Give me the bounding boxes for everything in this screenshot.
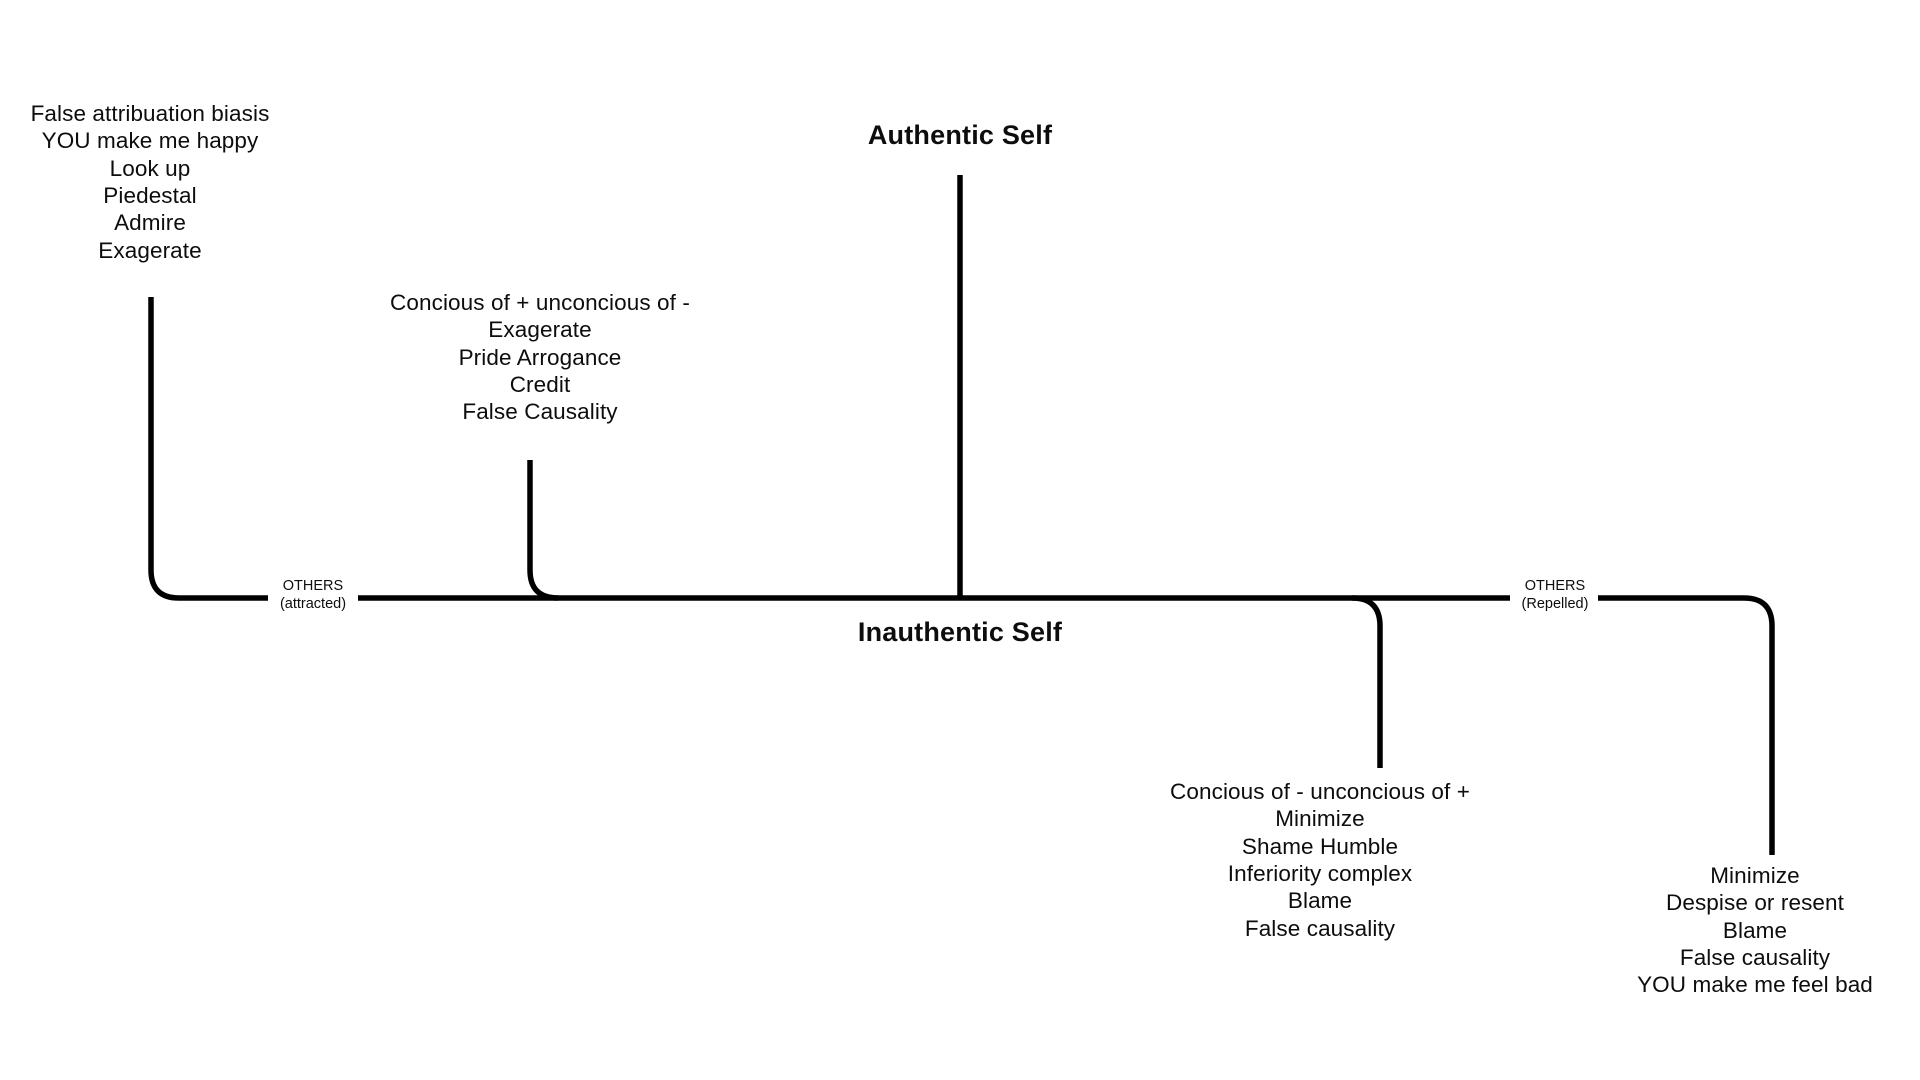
others-attracted-subtitle: (attracted) [279,595,347,612]
others-repelled-subtitle: (Repelled) [1521,595,1589,612]
text-block-attracted-far: False attribuation biasis YOU make me ha… [0,100,300,264]
others-repelled-title: OTHERS [1524,578,1586,594]
text-line: YOU make me feel bad [1637,972,1873,998]
elbow-repelled-far [1743,595,1775,855]
text-line: Pride Arrogance [458,344,622,370]
text-line: YOU make me happy [41,128,259,154]
text-line: Minimize [1710,863,1800,888]
elbow-repelled-near [1351,595,1383,768]
text-line: Credit [509,371,571,397]
page-title-inauthentic-self: Inauthentic Self [857,617,1063,647]
elbow-attracted-far [148,297,268,601]
page-title-authentic-self: Authentic Self [867,120,1053,150]
text-line: False attribuation biasis [30,101,270,126]
text-line: Shame Humble [1241,833,1399,859]
text-line: False Causality [462,399,618,425]
text-line: Admire [114,210,186,236]
elbow-attracted-near [527,460,559,601]
text-line: Exagerate [98,237,202,263]
text-line: Despise or resent [1665,890,1845,916]
others-repelled-label: OTHERS (Repelled) [1480,578,1630,613]
text-block-repelled-near: Concious of - unconcious of + Minimize S… [1070,778,1570,942]
text-line: False causality [1244,915,1396,941]
text-line: Blame [1287,888,1353,914]
text-line: Concious of + unconcious of - [390,290,690,315]
text-block-attracted-near: Concious of + unconcious of - Exagerate … [300,289,780,426]
text-line: Inferiority complex [1227,860,1413,886]
text-line: Piedestal [103,182,197,208]
text-line: Concious of - unconcious of + [1170,779,1470,804]
text-line: Exagerate [488,317,592,343]
text-block-repelled-far: Minimize Despise or resent Blame False c… [1590,862,1920,999]
others-attracted-title: OTHERS [282,578,344,594]
text-line: False causality [1679,944,1831,970]
others-attracted-label: OTHERS (attracted) [238,578,388,613]
text-line: Minimize [1275,806,1365,832]
text-line: Blame [1722,917,1788,943]
text-line: Look up [109,155,191,181]
